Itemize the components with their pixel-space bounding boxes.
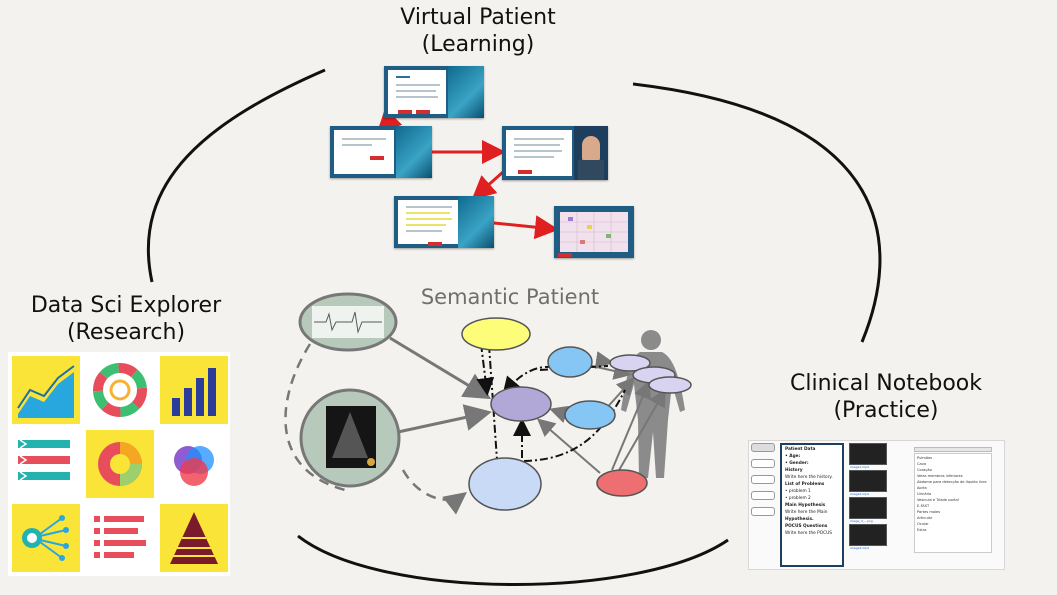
label-virtual-patient-sub: (Learning) — [421, 32, 535, 57]
cycle-arc-bottom — [297, 534, 729, 586]
form-line: POCUS Questions — [785, 524, 828, 529]
exam-option[interactable]: Articular — [917, 516, 933, 520]
form-line: • problem 2 — [785, 496, 811, 501]
vp-screen-3 — [502, 126, 608, 180]
label-virtual-patient: Virtual Patient (Learning) — [368, 4, 588, 58]
form-line: • Age: — [785, 454, 801, 459]
pyramid-icon[interactable] — [160, 504, 228, 572]
exam-option[interactable]: Veias membros inferiores — [917, 474, 963, 478]
bar-chart-icon[interactable] — [160, 356, 228, 424]
node-purple-3 — [648, 376, 692, 394]
form-line: • Gender: — [785, 461, 809, 466]
exam-option[interactable]: E-FAST — [917, 504, 930, 508]
node-yellow — [461, 317, 531, 351]
vp-screen-4 — [394, 196, 494, 248]
network-icon[interactable] — [12, 504, 80, 572]
exam-option[interactable]: Cava — [917, 462, 927, 466]
exam-option[interactable]: Aorta — [917, 486, 927, 490]
node-purple-1 — [609, 354, 651, 372]
label-clinical-notebook: Clinical Notebook (Practice) — [746, 370, 1026, 424]
exam-select[interactable] — [914, 447, 992, 452]
donut-ring-icon[interactable] — [86, 356, 154, 424]
exam-option[interactable]: Urinário — [917, 492, 932, 496]
ultrasound-thumb[interactable]: image_3_...png — [849, 497, 887, 523]
form-line: Write here the POCUS — [785, 531, 833, 536]
image-caption[interactable]: image1.mp4 — [850, 465, 869, 469]
notebook-images: image1.mp4 image2.mp4 image_3_...png ima… — [849, 443, 889, 551]
image-caption[interactable]: image_3_...png — [850, 519, 873, 523]
exam-option[interactable]: Vesícula e Tríade portal — [917, 498, 959, 502]
exam-option[interactable]: Extra — [917, 528, 927, 532]
node-center-purple — [490, 386, 552, 422]
vp-screen-1 — [384, 66, 484, 118]
form-line: History — [785, 468, 803, 473]
exam-option[interactable]: Abdome para detecção de líquido livre — [917, 480, 987, 484]
image-caption[interactable]: image2.mp4 — [850, 492, 869, 496]
ultrasound-thumb[interactable]: image1.mp4 — [849, 443, 887, 469]
exam-option[interactable]: Partes moles — [917, 510, 941, 514]
label-data-sci-title: Data Sci Explorer — [30, 293, 222, 318]
vp-screen-2 — [330, 126, 432, 178]
label-data-sci-sub: (Research) — [66, 320, 186, 345]
image-caption[interactable]: image4.mp4 — [850, 546, 869, 550]
form-line: • problem 1 — [785, 489, 811, 494]
person-silhouette — [621, 330, 685, 478]
exam-option[interactable]: Coração — [917, 468, 932, 472]
notebook-side-pills — [751, 443, 777, 523]
venn-icon[interactable] — [160, 430, 228, 498]
cycle-arc-left — [146, 68, 326, 283]
node-lightblue — [468, 457, 542, 511]
list-icon[interactable] — [86, 504, 154, 572]
label-semantic-patient: Semantic Patient — [420, 285, 600, 309]
vp-screen-5 — [554, 206, 634, 258]
form-line: Write here the history. — [785, 475, 833, 480]
label-data-sci-explorer: Data Sci Explorer (Research) — [0, 292, 252, 346]
exam-option[interactable]: Ocular — [917, 522, 929, 526]
label-clinical-notebook-sub: (Practice) — [833, 398, 939, 423]
form-line: Patient Data — [785, 447, 816, 452]
data-sci-grid — [8, 352, 230, 576]
pie-chart-icon[interactable] — [86, 430, 154, 498]
form-line: Hypothesis. — [785, 517, 814, 522]
node-red — [596, 469, 648, 497]
form-line: List of Problems — [785, 482, 825, 487]
node-blue-top — [547, 346, 593, 378]
clinical-notebook-screenshot: Patient Data • Age: • Gender: History Wr… — [748, 440, 1005, 570]
arrow-bars-icon[interactable] — [12, 430, 80, 498]
area-chart-icon[interactable] — [12, 356, 80, 424]
form-line: Main Hypothesis — [785, 503, 826, 508]
label-clinical-notebook-title: Clinical Notebook — [789, 371, 983, 396]
node-blue-mid — [564, 400, 616, 430]
exam-option-list[interactable]: Pulmões Cava Coração Veias membros infer… — [914, 453, 992, 553]
form-line: Write here the Main — [785, 510, 828, 515]
label-virtual-patient-title: Virtual Patient — [400, 5, 556, 30]
exam-option[interactable]: Pulmões — [917, 456, 933, 460]
notebook-form: Patient Data • Age: • Gender: History Wr… — [780, 443, 844, 567]
ultrasound-thumb[interactable]: image4.mp4 — [849, 524, 887, 550]
ultrasound-thumb[interactable]: image2.mp4 — [849, 470, 887, 496]
cycle-arc-right — [632, 82, 882, 343]
